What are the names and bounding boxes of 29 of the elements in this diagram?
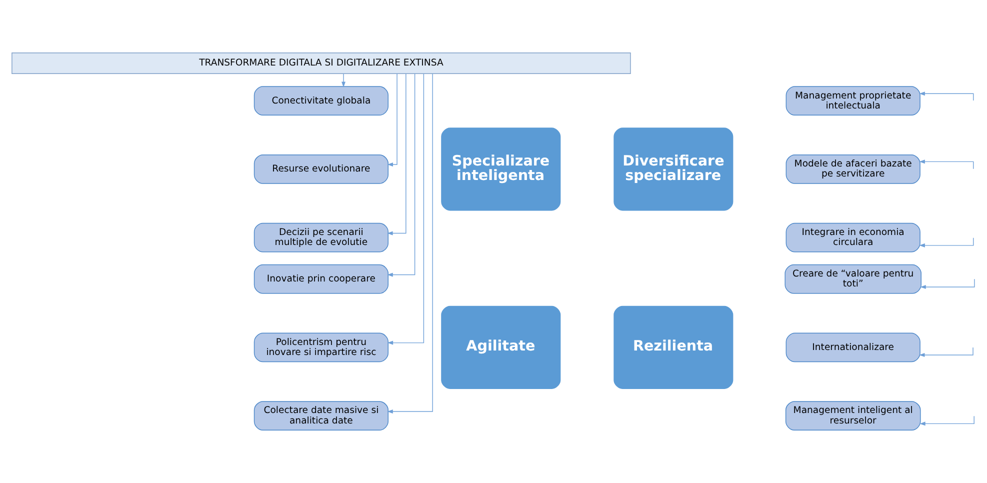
node-box: Integrare in economia circulara	[786, 222, 920, 252]
node-box: TRANSFORMARE DIGITALA SI DIGITALIZARE EXTINSA	[12, 52, 631, 74]
arrow	[387, 73, 416, 277]
arrow	[387, 74, 406, 236]
node-box: Internationalizare	[786, 332, 920, 362]
arrow	[387, 73, 398, 167]
arrow	[919, 160, 974, 170]
node-box: Rezilienta	[614, 306, 734, 389]
arrow	[920, 278, 975, 289]
arrow	[918, 347, 974, 357]
node-box: Colectare date masive si analitica date	[254, 401, 388, 430]
node-box: Resurse evolutionare	[254, 154, 388, 184]
node-box: Management inteligent al resurselor	[785, 401, 921, 430]
arrow	[387, 73, 433, 414]
node-box: Decizii pe scenarii multiple de evolutie	[254, 222, 388, 252]
arrow	[387, 74, 424, 345]
node-box: Inovatie prin cooperare	[254, 264, 388, 294]
node-box: Specializare inteligenta	[441, 128, 561, 211]
arrow	[919, 92, 974, 101]
node-box: Policentrism pentru inovare si impartire risc	[254, 332, 388, 362]
node-box: Agilitate	[441, 306, 561, 389]
node-box: Creare de “valoare pentru toti”	[784, 264, 922, 294]
arrow	[919, 238, 974, 248]
node-box: Management proprietate intelectuala	[786, 86, 920, 116]
arrow	[342, 73, 346, 88]
node-box: Conectivitate globala	[254, 86, 388, 116]
arrow	[920, 416, 974, 426]
node-box: Diversificare specializare	[614, 128, 734, 211]
node-box: Modele de afaceri bazate pe servitizare	[786, 154, 920, 184]
